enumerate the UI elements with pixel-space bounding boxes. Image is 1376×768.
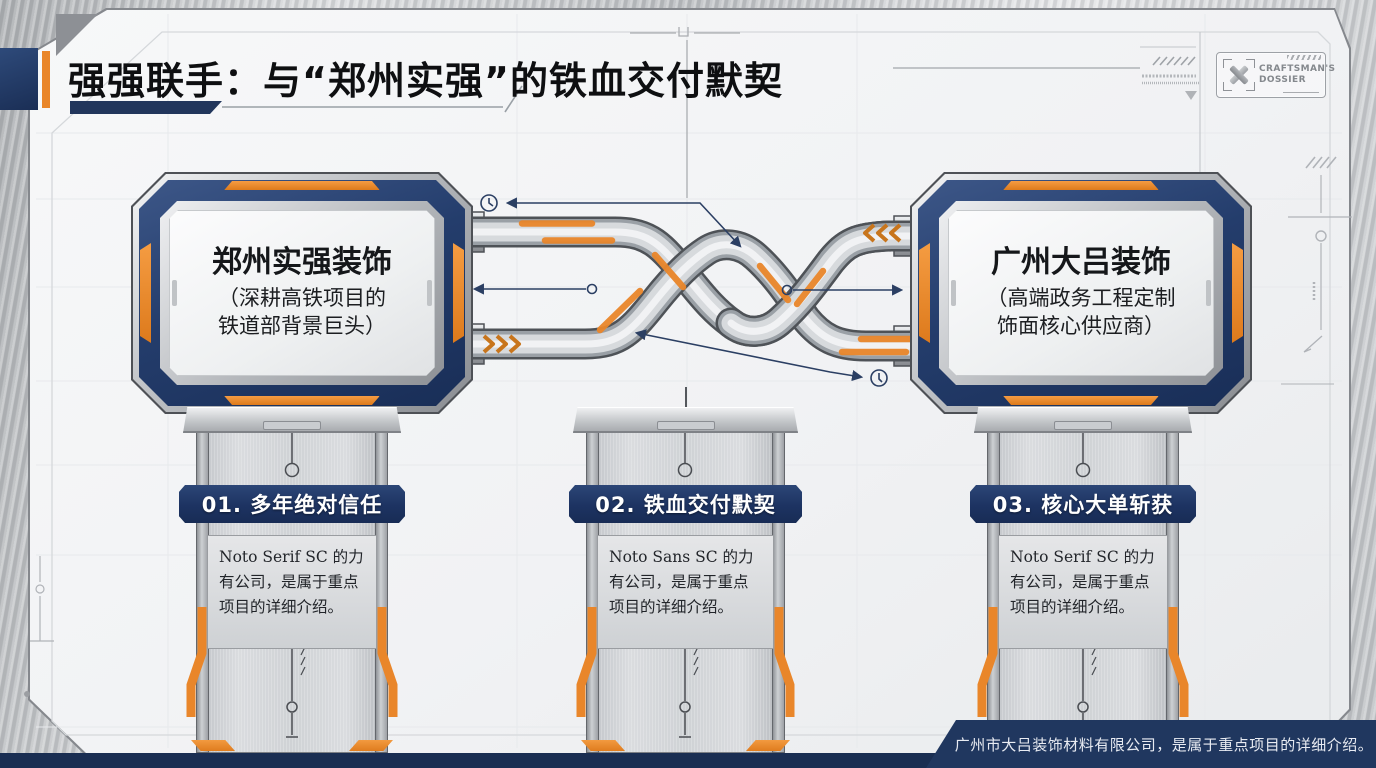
pillar-1-banner: 01. 多年绝对信任	[179, 485, 405, 523]
partner-right-desc: （高端政务工程定制 饰面核心供应商）	[986, 286, 1176, 338]
box-screen: 广州大吕装饰 （高端政务工程定制 饰面核心供应商）	[948, 210, 1214, 376]
pillar-1: 01. 多年绝对信任 Noto Serif SC 的力有公司，是属于重点项目的详…	[183, 407, 401, 753]
pillar-3-banner: 03. 核心大单斩获	[970, 485, 1196, 523]
pillar-stem-line	[684, 387, 687, 407]
pillar-2-banner: 02. 铁血交付默契	[569, 485, 802, 523]
box-orange-accent-top	[224, 181, 380, 190]
pillar-2-text: Noto Sans SC 的力有公司，是属于重点项目的详细介绍。	[597, 535, 774, 649]
crossed-pencil-ruler-icon	[1223, 59, 1255, 91]
box-orange-accent-left	[140, 243, 151, 343]
badge-underline-decor	[1283, 92, 1319, 93]
partner-box-left: 郑州实强装饰 （深耕高铁项目的 铁道部背景巨头）	[133, 174, 471, 412]
box-orange-accent-bottom	[1003, 396, 1159, 405]
badge-line-1: CRAFTSMAN'S	[1259, 63, 1336, 74]
badge-line-2: DOSSIER	[1259, 75, 1306, 85]
box-orange-accent-left	[919, 243, 930, 343]
page-title: 强强联手：与“郑州实强”的铁血交付默契	[68, 59, 783, 103]
pillar-3: 03. 核心大单斩获 Noto Serif SC 的力有公司，是属于重点项目的详…	[974, 407, 1192, 753]
badge-text: CRAFTSMAN'S DOSSIER	[1259, 64, 1335, 87]
partner-left-desc: （深耕高铁项目的 铁道部背景巨头）	[218, 286, 386, 338]
pillar-3-text: Noto Serif SC 的力有公司，是属于重点项目的详细介绍。	[998, 535, 1168, 649]
box-screen: 郑州实强装饰 （深耕高铁项目的 铁道部背景巨头）	[169, 210, 435, 376]
title-accent-navy-block	[0, 48, 38, 110]
badge-hatch-decor	[1287, 55, 1321, 60]
box-orange-accent-right	[1232, 243, 1243, 343]
footer-plate: 广州市大吕装饰材料有限公司，是属于重点项目的详细介绍。	[926, 720, 1376, 768]
box-orange-accent-bottom	[224, 396, 380, 405]
footer-note: 广州市大吕装饰材料有限公司，是属于重点项目的详细介绍。	[954, 735, 1374, 754]
partner-right-name: 广州大吕装饰	[991, 245, 1171, 281]
pillar-2: 02. 铁血交付默契 Noto Sans SC 的力有公司，是属于重点项目的详细…	[573, 387, 798, 753]
box-orange-accent-right	[453, 243, 464, 343]
partner-left-name: 郑州实强装饰	[212, 245, 392, 281]
partner-box-right: 广州大吕装饰 （高端政务工程定制 饰面核心供应商）	[912, 174, 1250, 412]
pillar-1-text: Noto Serif SC 的力有公司，是属于重点项目的详细介绍。	[207, 535, 377, 649]
box-orange-accent-top	[1003, 181, 1159, 190]
craftsman-dossier-badge: CRAFTSMAN'S DOSSIER	[1216, 52, 1335, 98]
title-accent-orange-bar	[42, 51, 50, 108]
